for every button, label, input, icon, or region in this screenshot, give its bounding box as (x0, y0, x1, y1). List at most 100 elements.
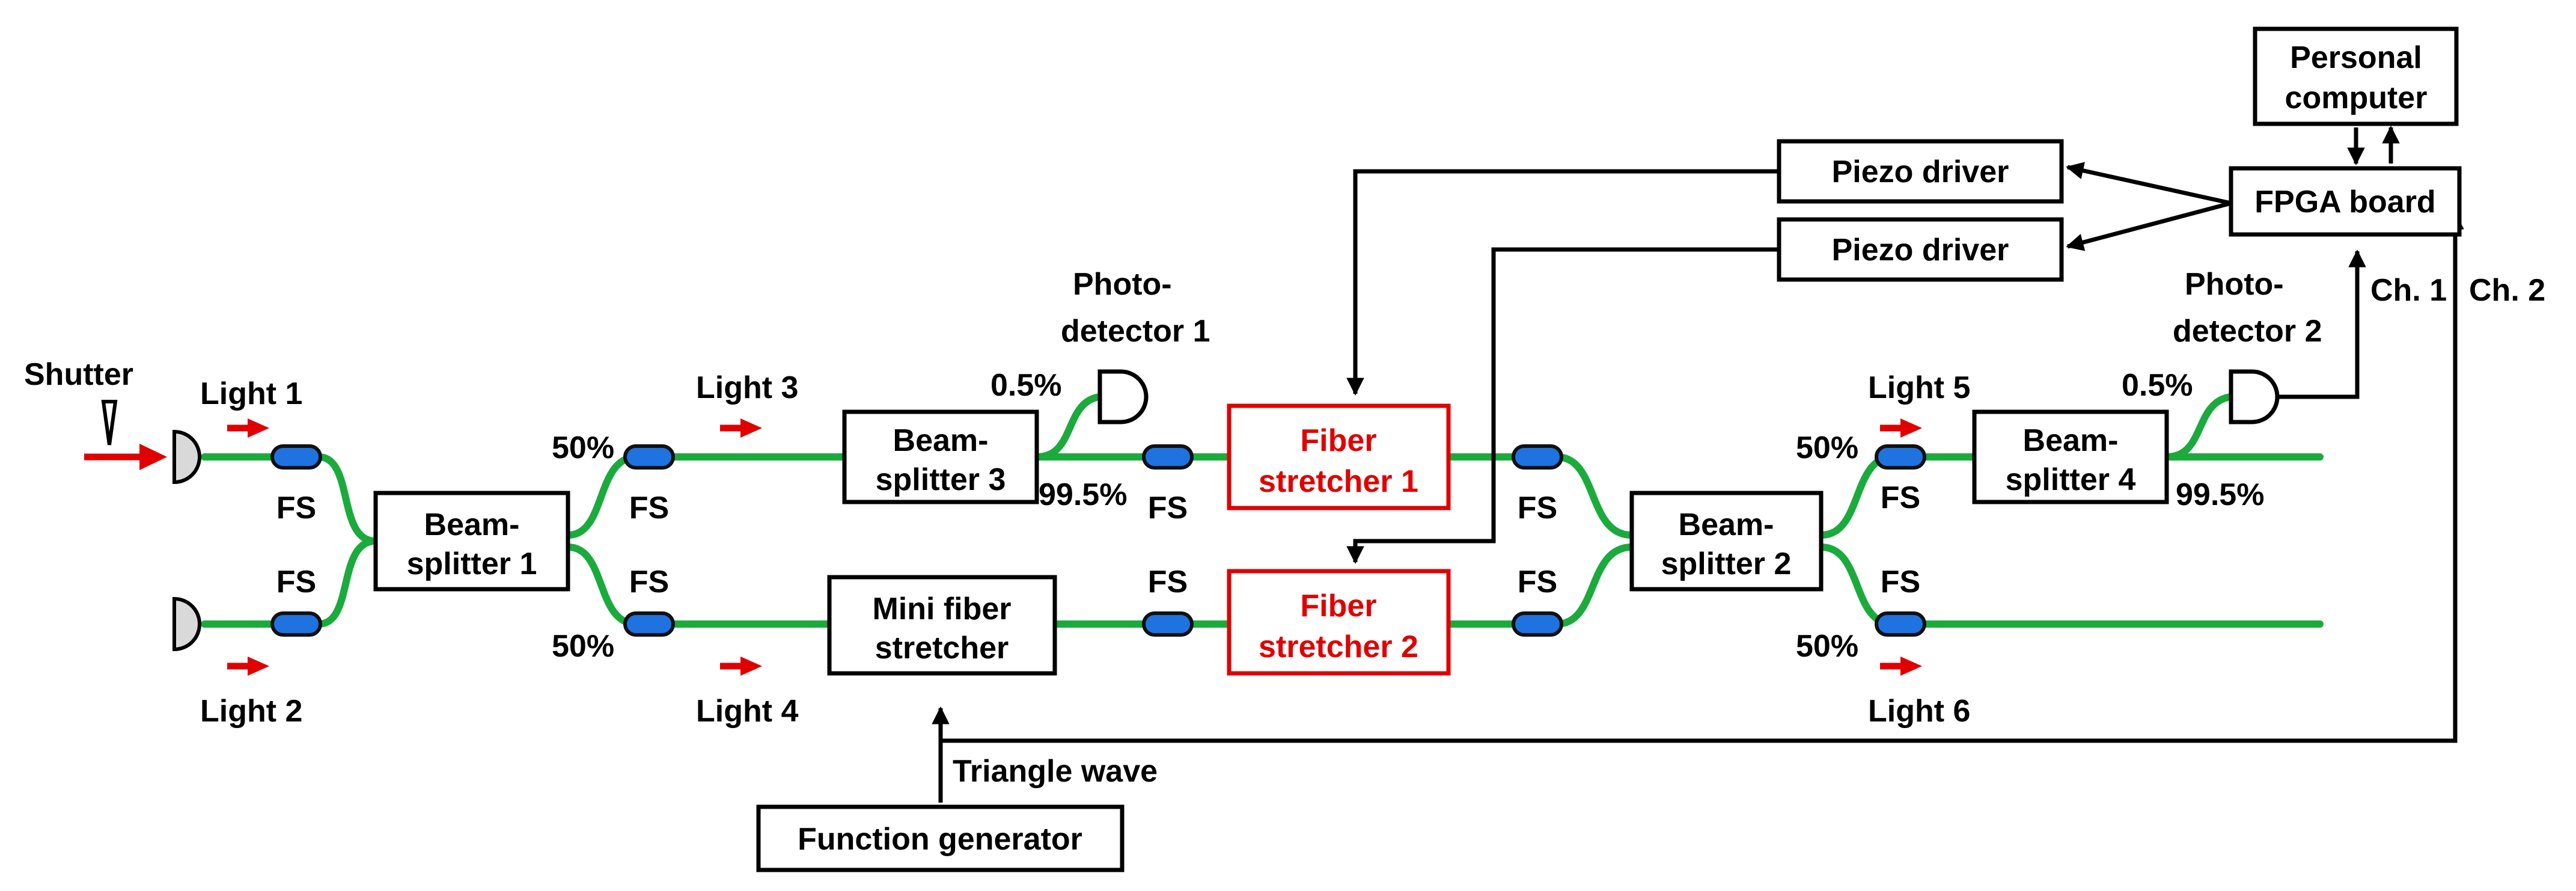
fs-element (1142, 444, 1194, 470)
photodetector-2-line2: detector 2 (2173, 314, 2322, 349)
fs-element (270, 611, 322, 637)
beam-splitter-4-line2: splitter 4 (2006, 462, 2136, 497)
light-arrow-5 (1880, 418, 1922, 438)
light-4-label: Light 4 (696, 694, 799, 729)
wire-fpga-to-piezo1 (2066, 162, 2232, 206)
fs-element (1512, 611, 1563, 637)
light-3-label: Light 3 (696, 370, 798, 405)
personal-computer: Personal computer (2253, 26, 2459, 126)
fs-label: FS (276, 565, 316, 599)
shutter-icon (101, 400, 118, 445)
light-arrow-1 (227, 418, 269, 438)
fs-label: FS (1881, 565, 1920, 599)
channel-2-label: Ch. 2 (2469, 273, 2545, 308)
input-detector-bottom (172, 596, 201, 652)
fs-label: FS (629, 565, 669, 599)
fiber-stretcher-2-line2: stretcher 2 (1259, 629, 1418, 664)
personal-computer-line1: Personal (2290, 40, 2422, 75)
fpga-board: FPGA board (2229, 166, 2462, 237)
fiber-bs3-tap (1033, 393, 1103, 461)
shutter-input-arrow-head (139, 444, 167, 470)
function-generator-label: Function generator (798, 822, 1082, 857)
beam-splitter-1: Beam- splitter 1 (373, 491, 570, 592)
fiber-stretcher-1-line2: stretcher 1 (1259, 464, 1418, 499)
fs-label: FS (1148, 491, 1188, 525)
wire-piezo2-to-fs2 (1346, 247, 1779, 564)
light-2-label: Light 2 (200, 694, 302, 729)
fs-elements (270, 444, 1926, 637)
shutter-label: Shutter (24, 357, 133, 392)
photodetector-2-line1: Photo- (2185, 267, 2284, 302)
bs3-through-percent: 99.5% (1039, 477, 1127, 512)
split-50-top-bs1: 50% (552, 430, 614, 465)
fs-label: FS (276, 491, 316, 525)
piezo-driver-1-label: Piezo driver (1832, 155, 2009, 189)
fs-label: FS (1518, 491, 1557, 525)
fiber-stretcher-1-line1: Fiber (1300, 423, 1376, 458)
input-detector-top (172, 429, 201, 485)
piezo-driver-2-label: Piezo driver (1832, 233, 2009, 268)
fs-element (1875, 611, 1926, 637)
fs-element (1142, 611, 1194, 637)
mini-stretcher-line2: stretcher (875, 631, 1009, 666)
control-wires (932, 126, 2464, 803)
fs-label: FS (1881, 480, 1920, 515)
fs-label: FS (1518, 565, 1557, 599)
fs-label: FS (1148, 565, 1188, 599)
fs-element (1512, 444, 1563, 470)
photodetector-1-symbol (1097, 369, 1149, 424)
beam-splitter-3-line2: splitter 3 (876, 462, 1006, 497)
fiber-from-bs1-bottom (564, 543, 641, 628)
function-generator: Function generator (756, 804, 1125, 872)
wire-piezo1-to-fs1 (1346, 169, 1779, 396)
fs-label: FS (629, 491, 669, 525)
beam-splitter-2-line1: Beam- (1679, 507, 1774, 542)
beam-splitter-3: Beam- splitter 3 (842, 409, 1039, 504)
light-6-label: Light 6 (1868, 694, 1970, 729)
fiber-stretcher-2: Fiber stretcher 2 (1227, 569, 1451, 676)
personal-computer-line2: computer (2285, 81, 2428, 115)
fs-element (623, 611, 675, 637)
fs-labels: FS FS FS FS FS FS FS FS FS FS (276, 480, 1920, 599)
bs3-tap-percent: 0.5% (990, 368, 1062, 403)
fiber-stretcher-1: Fiber stretcher 1 (1227, 403, 1451, 510)
light-arrows (227, 418, 1922, 676)
fs-element (1875, 444, 1926, 470)
wire-funcgen-to-ch2 (941, 212, 2464, 743)
photodetector-1-line1: Photo- (1073, 267, 1172, 302)
mini-stretcher-line1: Mini fiber (872, 592, 1011, 626)
split-50-bottom-bs1: 50% (552, 629, 614, 664)
mini-fiber-stretcher: Mini fiber stretcher (827, 575, 1057, 676)
triangle-wave-label: Triangle wave (953, 754, 1158, 789)
photodetector-2-symbol (2229, 369, 2280, 424)
piezo-driver-2: Piezo driver (1777, 217, 2064, 282)
fiber-from-bs1-top (564, 453, 641, 539)
light-arrow-6 (1880, 657, 1922, 676)
channel-1-label: Ch. 1 (2370, 273, 2447, 308)
fiber-to-bs1-bottom (315, 537, 379, 628)
beam-splitter-4: Beam- splitter 4 (1972, 409, 2169, 504)
bs4-tap-percent: 0.5% (2122, 368, 2193, 403)
light-arrow-2 (227, 657, 269, 676)
beam-splitter-2: Beam- splitter 2 (1629, 491, 1824, 592)
light-arrow-4 (720, 657, 762, 676)
wire-fpga-to-piezo2 (2066, 201, 2232, 251)
beam-splitter-1-line2: splitter 1 (407, 547, 537, 581)
bs4-through-percent: 99.5% (2176, 477, 2264, 512)
light-1-label: Light 1 (200, 376, 302, 411)
beam-splitter-4-line1: Beam- (2023, 423, 2119, 458)
fiber-bs4-tap (2163, 393, 2235, 461)
light-5-label: Light 5 (1868, 370, 1970, 405)
piezo-driver-1: Piezo driver (1777, 139, 2064, 204)
wire-pd2-to-ch1 (2275, 250, 2366, 399)
photodetector-1-line2: detector 1 (1061, 314, 1210, 349)
fiber-stretcher-2-line1: Fiber (1300, 589, 1376, 623)
fiber-to-bs1-top (315, 453, 379, 545)
fiber-to-bs2-top (1553, 453, 1635, 539)
fs-element (270, 444, 322, 470)
beam-splitter-3-line1: Beam- (893, 423, 989, 458)
fiber-to-bs2-bottom (1553, 543, 1635, 628)
beam-splitter-2-line2: splitter 2 (1661, 547, 1792, 581)
light-arrow-3 (720, 418, 762, 438)
